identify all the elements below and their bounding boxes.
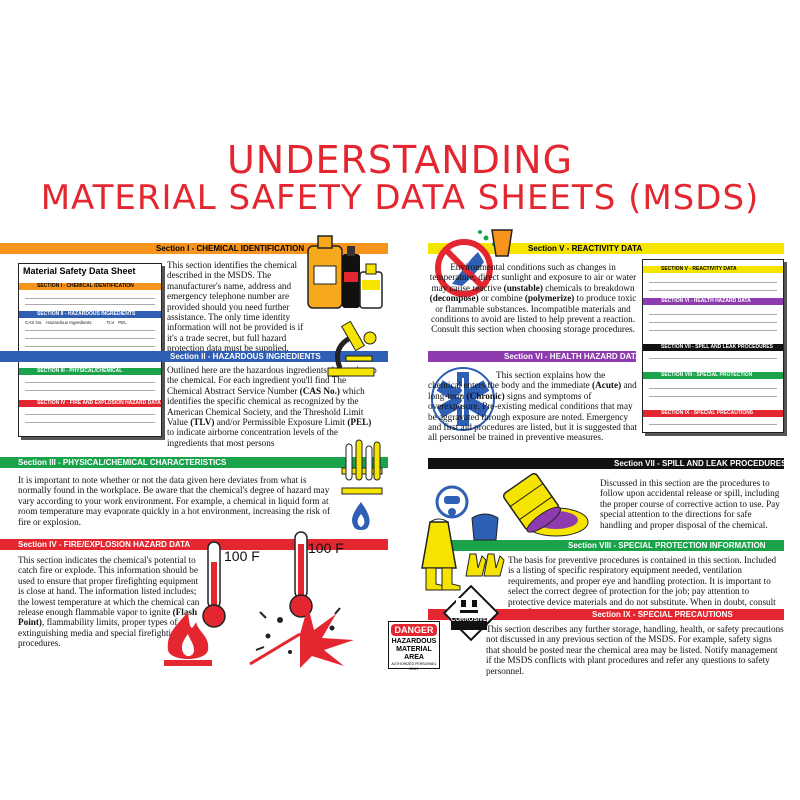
section-8-header: Section VIII - SPECIAL PROTECTION INFORM…	[568, 541, 766, 550]
face-shield-icon	[471, 513, 499, 541]
chemical-bottles-icon	[307, 235, 383, 309]
sheet-band-6: SECTION VI - HEALTH HAZARD DATA	[643, 298, 783, 305]
section-5-text: Environmental conditions such as changes…	[429, 262, 637, 335]
section-1-text: This section identifies the chemical des…	[167, 260, 304, 354]
section-9-bar	[428, 609, 784, 620]
section-7-header: Section VII - SPILL AND LEAK PROCEDURES	[614, 459, 787, 468]
danger-sign-head: DANGER	[391, 624, 437, 636]
field-pel: PEL	[118, 320, 127, 325]
apron-icon	[421, 518, 457, 569]
field-tlv: TLV	[106, 320, 115, 325]
microscope-icon	[327, 320, 377, 377]
corrosive-placard: CORROSIVE	[442, 584, 500, 642]
section-1-header: Section I - CHEMICAL IDENTIFICATION	[156, 244, 305, 253]
section-6-header: Section VI - HEALTH HAZARD DATA	[504, 352, 641, 361]
corrosive-icon	[460, 600, 478, 613]
section-6-text: This section explains how the chemical e…	[428, 370, 637, 443]
corrosive-label: CORROSIVE	[450, 617, 487, 623]
section-3-header: Section III - PHYSICAL/CHEMICAL CHARACTE…	[18, 458, 227, 467]
section-4-text: This section indicates the chemical's po…	[18, 555, 200, 649]
respirator-mask-icon	[435, 485, 469, 519]
section-4-bar	[0, 539, 388, 550]
gloves-icon	[465, 553, 505, 577]
test-tubes-icon	[341, 439, 383, 495]
thermometer-right-icon	[289, 531, 313, 618]
section-3-bar	[0, 457, 388, 468]
sheet-band-4: SECTION IV - FIRE AND EXPLOSION HAZARD D…	[19, 400, 161, 407]
explosion-icon	[249, 606, 354, 668]
blue-flame-icon	[352, 502, 370, 530]
sheet-band-8: SECTION VIII - SPECIAL PROTECTION INFORM…	[643, 372, 783, 385]
section-5-bar	[428, 243, 784, 254]
danger-sign-body: HAZARDOUS MATERIAL AREA	[391, 638, 437, 661]
temp-label-right: 100 F	[308, 540, 344, 556]
section-2-text: Outlined here are the hazardous ingredie…	[167, 365, 377, 448]
section-7-bar	[428, 458, 784, 469]
spill-barrel-icon	[502, 472, 589, 537]
boots-icon	[425, 567, 461, 591]
poster-title-line1: UNDERSTANDING	[226, 138, 574, 182]
temp-label-left: 100 F	[224, 548, 260, 564]
thermometer-left-icon	[202, 541, 226, 628]
no-water-reactivity-icon	[435, 230, 502, 297]
flask-icon	[491, 229, 513, 257]
section-2-bar	[0, 351, 388, 362]
star-of-life-icon	[431, 367, 495, 431]
section-9-text: This section describes any further stora…	[486, 624, 784, 676]
section-2-header: Section II - HAZARDOUS INGREDIENTS	[170, 352, 321, 361]
sheet-band-1: SECTION I - CHEMICAL IDENTIFICATION	[19, 283, 161, 290]
poster-title-line2: MATERIAL SAFETY DATA SHEETS (MSDS)	[40, 178, 760, 218]
fire-icon	[164, 612, 212, 666]
msds-sheet-right: SECTION V - REACTIVITY DATA SECTION VI -…	[642, 259, 784, 433]
sheet-band-9: SECTION IX - SPECIAL PRECAUTIONS	[643, 410, 783, 417]
section-6-bar	[428, 351, 636, 362]
sheet-band-7: SECTION VII - SPILL AND LEAK PROCEDURES	[643, 344, 783, 351]
sheet-band-3: SECTION III - PHYSICAL/CHEMICAL CHARACTE…	[19, 368, 161, 381]
section-8-bar	[428, 540, 784, 551]
section-3-text: It is important to note whether or not t…	[18, 475, 331, 527]
section-4-header: Section IV - FIRE/EXPLOSION HAZARD DATA	[18, 540, 191, 549]
field-cas: CAS No.	[25, 320, 43, 325]
danger-sign: DANGER HAZARDOUS MATERIAL AREA AUTHORIZE…	[388, 621, 440, 671]
danger-sign-sub: AUTHORIZED PERSONNEL ONLY	[391, 662, 437, 671]
section-9-header: Section IX - SPECIAL PRECAUTIONS	[592, 610, 733, 619]
section-5-header: Section V - REACTIVITY DATA	[528, 244, 643, 253]
msds-sheet-title: Material Safety Data Sheet	[23, 266, 136, 276]
msds-sheet-left: Material Safety Data Sheet SECTION I - C…	[18, 263, 162, 437]
sheet-band-5: SECTION V - REACTIVITY DATA	[643, 266, 783, 273]
section-1-bar	[0, 243, 388, 254]
field-ingredients: Hazardous Ingredients	[46, 320, 92, 325]
section-7-text: Discussed in this section are the proced…	[600, 478, 780, 530]
sheet-band-2: SECTION II - HAZARDOUS INGREDIENTS	[19, 311, 161, 318]
